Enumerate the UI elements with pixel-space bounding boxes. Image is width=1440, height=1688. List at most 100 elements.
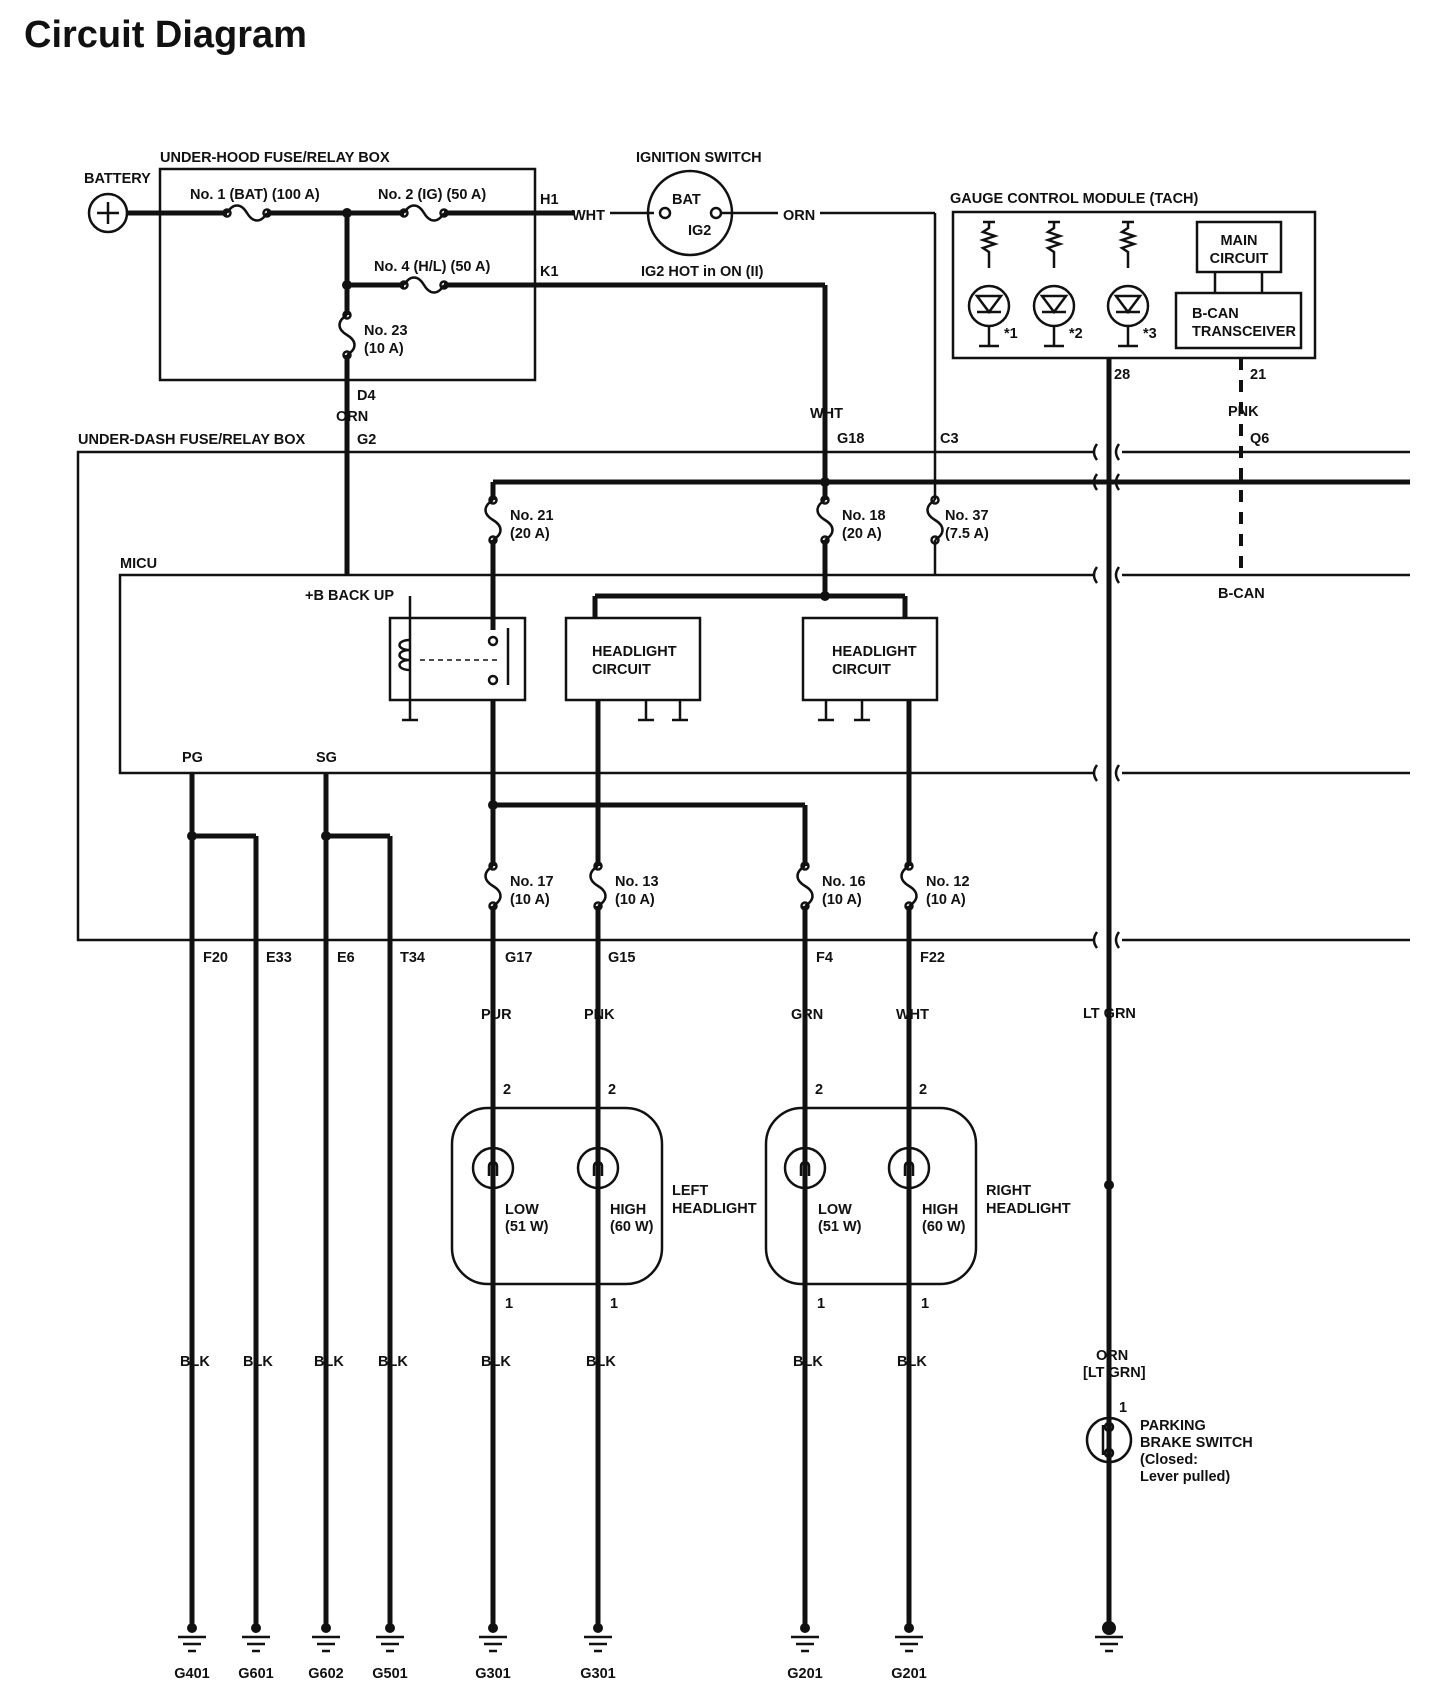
bcan-transceiver-box	[1174, 291, 1303, 350]
relay-coil	[398, 638, 411, 672]
left-low-label-2: (51 W)	[505, 1219, 549, 1235]
right-low-pin-1: 1	[817, 1296, 825, 1312]
underdash-box	[76, 450, 1095, 942]
headlight-circuit-right-label-2: CIRCUIT	[832, 662, 891, 678]
terminal-f4: F4	[816, 950, 833, 966]
wire-orn-ign: ORN	[783, 208, 815, 224]
ground-g501: G501	[372, 1666, 407, 1682]
pb-label-3: (Closed:	[1140, 1452, 1198, 1468]
ign-bat-label: BAT	[672, 192, 701, 208]
right-low-bulb	[783, 1146, 827, 1190]
headlight-circuit-right	[801, 616, 939, 702]
relay-box	[388, 616, 527, 702]
led-3	[1106, 220, 1150, 348]
headlight-circuit-right-label-1: HEADLIGHT	[832, 644, 917, 660]
ground-g301-a: G301	[475, 1666, 510, 1682]
right-high-label-1: HIGH	[922, 1202, 958, 1218]
wire-grn: GRN	[791, 1007, 823, 1023]
terminal-21: 21	[1250, 367, 1266, 383]
battery-label: BATTERY	[84, 171, 151, 187]
left-high-pin-2: 2	[608, 1082, 616, 1098]
ground-symbols	[178, 1621, 1123, 1653]
fuse-17-label-2: (10 A)	[510, 892, 550, 908]
wire-blk-7: BLK	[793, 1354, 823, 1370]
terminal-d4: D4	[357, 388, 376, 404]
terminal-h1: H1	[540, 192, 559, 208]
terminal-sg: SG	[316, 750, 337, 766]
underdash-box-label: UNDER-DASH FUSE/RELAY BOX	[78, 432, 306, 448]
fuse-17-label-1: No. 17	[510, 874, 554, 890]
fuse-21	[484, 498, 502, 542]
terminal-g2: G2	[357, 432, 376, 448]
ig2-hot-label: IG2 HOT in ON (II)	[641, 264, 764, 280]
left-high-label-1: HIGH	[610, 1202, 646, 1218]
gauge-module-label: GAUGE CONTROL MODULE (TACH)	[950, 191, 1199, 207]
left-low-pin-1: 1	[505, 1296, 513, 1312]
underhood-box-label: UNDER-HOOD FUSE/RELAY BOX	[160, 150, 390, 166]
wire-ltgrn-pb: [LT GRN]	[1083, 1365, 1146, 1381]
fuse-21-label-1: No. 21	[510, 508, 554, 524]
terminal-pg: PG	[182, 750, 203, 766]
right-high-bulb	[887, 1146, 931, 1190]
fuse-18-label-1: No. 18	[842, 508, 886, 524]
wire-blk-3: BLK	[314, 1354, 344, 1370]
ground-g601: G601	[238, 1666, 273, 1682]
bcan-transceiver-label-2: TRANSCEIVER	[1192, 324, 1296, 340]
right-headlight-label-1: RIGHT	[986, 1183, 1031, 1199]
fuse-18	[816, 498, 834, 542]
ground-g301-b: G301	[580, 1666, 615, 1682]
fuse-37	[926, 498, 944, 542]
ground-g201-b: G201	[891, 1666, 926, 1682]
fuse-13-label-2: (10 A)	[615, 892, 655, 908]
ground-g201-a: G201	[787, 1666, 822, 1682]
gauge-control-module	[951, 210, 1317, 360]
main-circuit-label-1: MAIN	[1220, 233, 1257, 249]
headlight-circuit-left-label-2: CIRCUIT	[592, 662, 651, 678]
fuse-21-label-2: (20 A)	[510, 526, 550, 542]
wire-blk-4: BLK	[378, 1354, 408, 1370]
fuse-1	[225, 204, 269, 222]
wire-blk-5: BLK	[481, 1354, 511, 1370]
left-high-label-2: (60 W)	[610, 1219, 654, 1235]
fuse-16	[796, 864, 814, 908]
terminal-k1: K1	[540, 264, 559, 280]
fuse-1-label: No. 1 (BAT) (100 A)	[190, 187, 320, 203]
wire-orn-d4: ORN	[336, 409, 368, 425]
left-high-bulb	[576, 1146, 620, 1190]
headlight-circuit-left-label-1: HEADLIGHT	[592, 644, 677, 660]
ground-g401: G401	[174, 1666, 209, 1682]
wire-lt-grn: LT GRN	[1083, 1006, 1136, 1022]
terminal-28: 28	[1114, 367, 1130, 383]
terminal-c3: C3	[940, 431, 959, 447]
wire-blk-2: BLK	[243, 1354, 273, 1370]
main-circuit-box	[1195, 220, 1283, 274]
parking-brake-switch	[1085, 1416, 1133, 1464]
fuse-4	[402, 276, 446, 294]
wire-wht-h1: WHT	[572, 208, 605, 224]
terminal-t34: T34	[400, 950, 425, 966]
left-low-label-1: LOW	[505, 1202, 539, 1218]
left-headlight	[450, 1106, 664, 1286]
fuse-16-label-2: (10 A)	[822, 892, 862, 908]
fuse-12-label-1: No. 12	[926, 874, 970, 890]
right-headlight-label-2: HEADLIGHT	[986, 1201, 1071, 1217]
terminal-g17: G17	[505, 950, 532, 966]
right-low-pin-2: 2	[815, 1082, 823, 1098]
fuse-18-label-2: (20 A)	[842, 526, 882, 542]
led-1	[967, 220, 1011, 348]
pb-label-4: Lever pulled)	[1140, 1469, 1230, 1485]
terminal-e6: E6	[337, 950, 355, 966]
micu-box	[118, 573, 1095, 775]
wire-pnk: PNK	[584, 1007, 615, 1023]
wire-pur: PUR	[481, 1007, 512, 1023]
left-low-pin-2: 2	[503, 1082, 511, 1098]
ign-ig2-label: IG2	[688, 223, 711, 239]
terminal-g18: G18	[837, 431, 864, 447]
micu-label: MICU	[120, 556, 157, 572]
right-high-pin-1: 1	[921, 1296, 929, 1312]
wire-wht: WHT	[896, 1007, 929, 1023]
left-high-pin-1: 1	[610, 1296, 618, 1312]
pb-label-2: BRAKE SWITCH	[1140, 1435, 1253, 1451]
fuse-2	[402, 204, 446, 222]
